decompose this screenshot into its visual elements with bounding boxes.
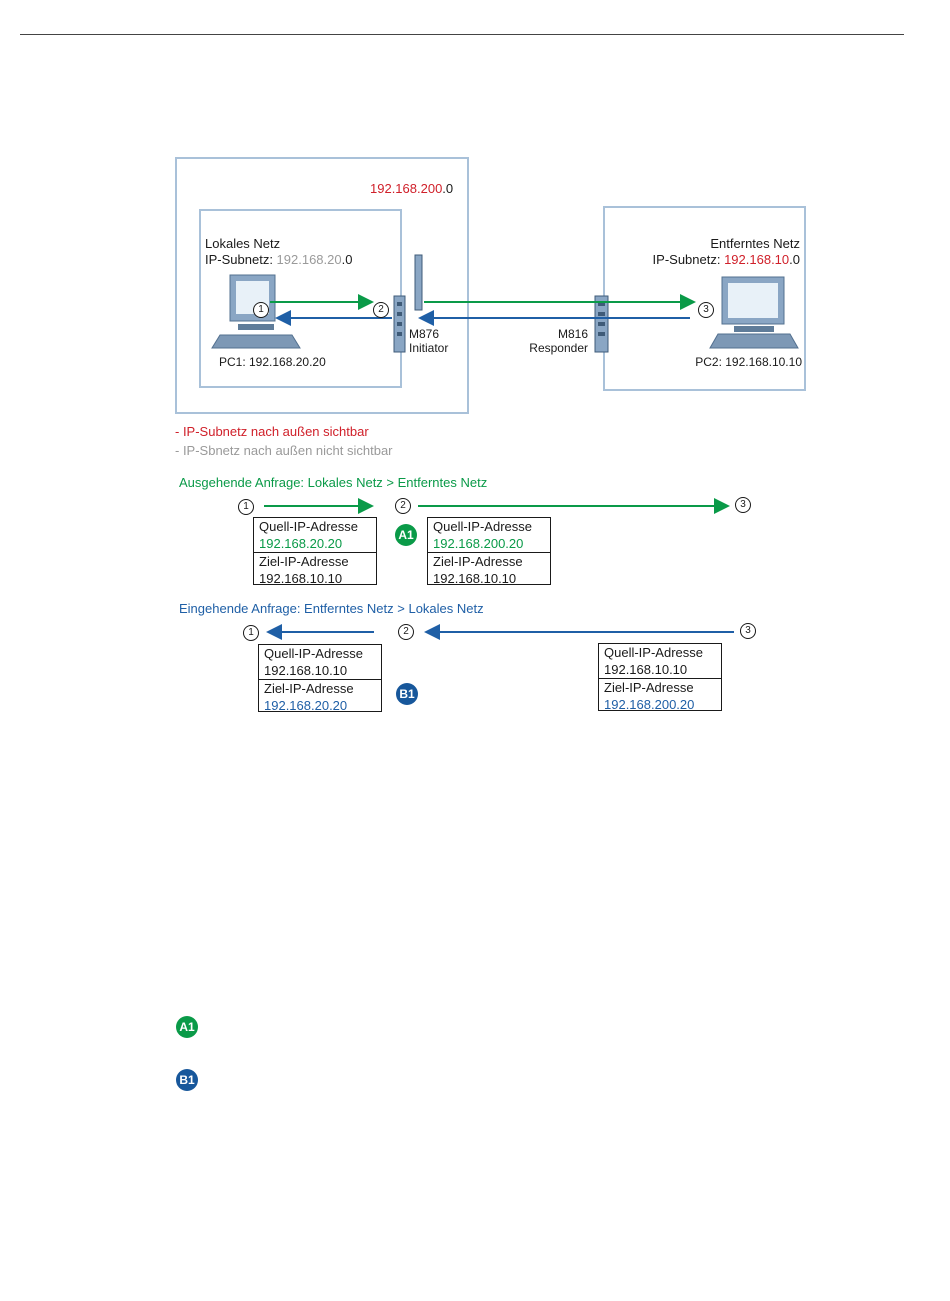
outgoing-title: Ausgehende Anfrage: Lokales Netz > Entfe… xyxy=(179,475,488,490)
remote-subnet-suffix: .0 xyxy=(789,252,800,267)
incoming-point-1: 1 xyxy=(243,625,259,641)
local-subnet-gray: 192.168.20 xyxy=(276,252,342,267)
router-responder-role: Responder xyxy=(529,341,588,355)
outgoing-packet-after-nat: Quell-IP-Adresse 192.168.200.20 Ziel-IP-… xyxy=(427,517,551,586)
pc2-computer-icon xyxy=(709,276,799,349)
outgoing-packet-before-nat: Quell-IP-Adresse 192.168.20.20 Ziel-IP-A… xyxy=(253,517,377,586)
transfer-network-suffix: .0 xyxy=(442,181,454,196)
destination-ip-value: 192.168.20.20 xyxy=(264,698,348,713)
transfer-network-red: 192.168.200 xyxy=(370,181,443,196)
destination-ip-label: Ziel-IP-Adresse xyxy=(259,679,381,697)
source-ip-value: 192.168.10.10 xyxy=(264,663,348,678)
pc2-label: PC2: 192.168.10.10 xyxy=(695,355,802,369)
footnote-b1-badge: B1 xyxy=(176,1069,198,1091)
legend-not-visible: - IP-Sbnetz nach außen nicht sichtbar xyxy=(175,443,393,458)
source-ip-value: 192.168.200.20 xyxy=(433,536,524,551)
outgoing-point-3: 3 xyxy=(735,497,751,513)
destination-ip-label: Ziel-IP-Adresse xyxy=(254,552,376,570)
outgoing-point-1: 1 xyxy=(238,499,254,515)
nat-rule-b1-badge: B1 xyxy=(396,683,418,705)
incoming-point-2: 2 xyxy=(398,624,414,640)
remote-subnet-label: IP-Subnetz: 192.168.10.0 xyxy=(620,252,800,267)
destination-ip-value: 192.168.200.20 xyxy=(604,697,695,712)
destination-ip-label: Ziel-IP-Adresse xyxy=(599,678,721,696)
router-m816-icon xyxy=(594,295,609,353)
source-ip-label: Quell-IP-Adresse xyxy=(259,519,358,534)
legend-visible: - IP-Subnetz nach außen sichtbar xyxy=(175,424,369,439)
local-subnet-suffix: .0 xyxy=(341,252,353,267)
point-3-marker: 3 xyxy=(698,302,714,318)
local-subnet-label: IP-Subnetz: 192.168.20.0 xyxy=(205,252,352,267)
footnote-a1-badge: A1 xyxy=(176,1016,198,1038)
remote-subnet-prefix: IP-Subnetz: xyxy=(652,252,725,267)
destination-ip-value: 192.168.10.10 xyxy=(259,571,343,586)
point-1-marker: 1 xyxy=(253,302,269,318)
header-rule xyxy=(20,34,904,35)
pc1-computer-icon xyxy=(211,274,301,349)
transfer-network-label: 192.168.200.0 xyxy=(370,181,453,196)
nat-rule-a1-badge: A1 xyxy=(395,524,417,546)
point-2-marker: 2 xyxy=(373,302,389,318)
incoming-packet-before-nat: Quell-IP-Adresse 192.168.10.10 Ziel-IP-A… xyxy=(598,643,722,712)
incoming-packet-after-nat: Quell-IP-Adresse 192.168.10.10 Ziel-IP-A… xyxy=(258,644,382,713)
incoming-point-3: 3 xyxy=(740,623,756,639)
local-network-title: Lokales Netz xyxy=(205,236,281,251)
source-ip-label: Quell-IP-Adresse xyxy=(264,646,363,661)
source-ip-label: Quell-IP-Adresse xyxy=(604,645,703,660)
destination-ip-label: Ziel-IP-Adresse xyxy=(428,552,550,570)
router-responder-model: M816 xyxy=(557,327,588,341)
local-subnet-prefix: IP-Subnetz: xyxy=(205,252,277,267)
outgoing-point-2: 2 xyxy=(395,498,411,514)
router-initiator-model: M876 xyxy=(409,327,440,341)
source-ip-label: Quell-IP-Adresse xyxy=(433,519,532,534)
source-ip-value: 192.168.10.10 xyxy=(604,662,688,677)
source-ip-value: 192.168.20.20 xyxy=(259,536,343,551)
destination-ip-value: 192.168.10.10 xyxy=(433,571,517,586)
router-initiator-role: Initiator xyxy=(409,341,449,355)
incoming-title: Eingehende Anfrage: Entferntes Netz > Lo… xyxy=(179,601,484,616)
transfer-network-frame xyxy=(175,157,469,414)
pc1-label: PC1: 192.168.20.20 xyxy=(219,355,326,369)
remote-subnet-red: 192.168.10 xyxy=(724,252,790,267)
remote-network-title: Entferntes Netz xyxy=(710,236,800,251)
